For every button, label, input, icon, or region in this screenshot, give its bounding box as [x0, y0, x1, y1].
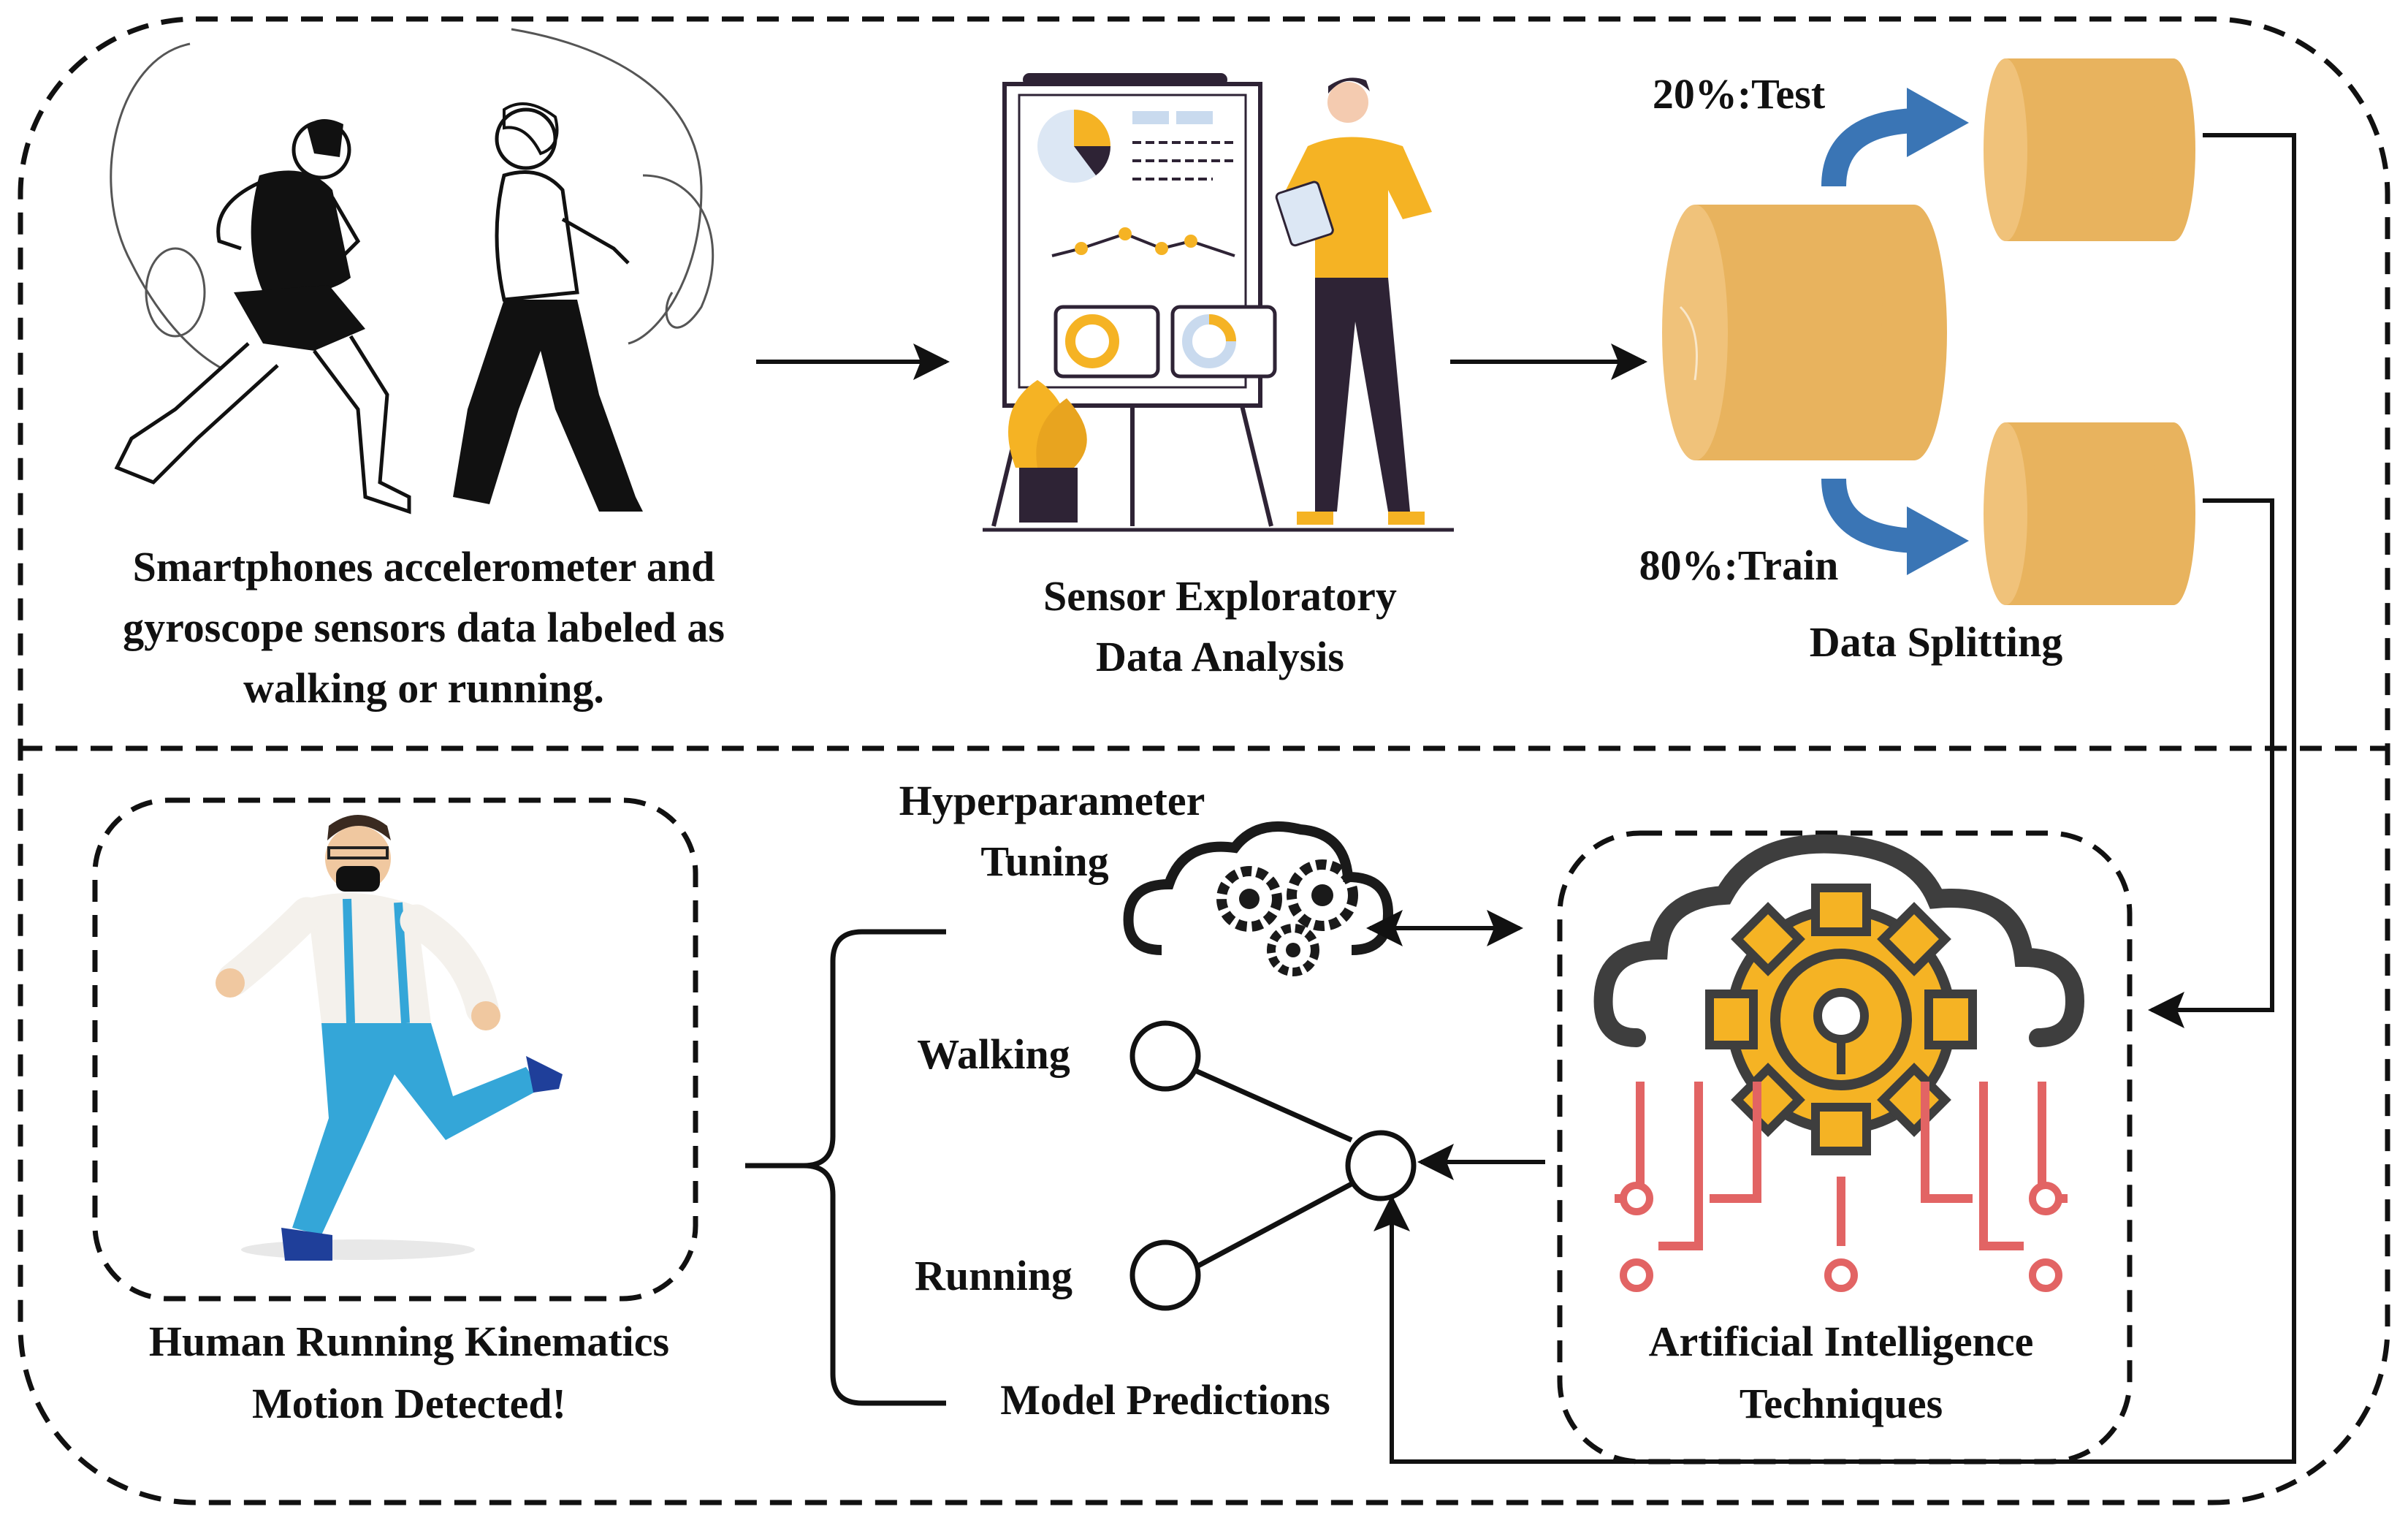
tuning-label-line1: Hyperparameter — [899, 777, 1205, 824]
prediction-network-icon — [1129, 1020, 1417, 1311]
walking-node — [1129, 1020, 1201, 1092]
result-label-line1: Human Running Kinematics — [149, 1318, 669, 1365]
model-predictions-label: Model Predictions — [1000, 1376, 1330, 1424]
walking-running-figures-icon — [110, 28, 715, 514]
running-node — [1129, 1239, 1201, 1311]
split-test-label: 20%:Test — [1653, 70, 1826, 118]
split-arrow-test — [1821, 88, 1969, 187]
cloud-gears-icon — [1123, 821, 1394, 976]
running-man-3d-icon — [216, 815, 563, 1261]
connector-train-to-ai — [2148, 498, 2274, 1028]
stage2-label-line1: Sensor Exploratory — [1043, 572, 1397, 620]
split-arrow-train — [1821, 478, 1969, 575]
output-node — [1345, 1130, 1417, 1201]
predictions-brace — [745, 929, 946, 1406]
ai-label-line1: Artificial Intelligence — [1649, 1318, 2034, 1365]
split-train-label: 80%:Train — [1639, 542, 1839, 589]
stage2-label-line2: Data Analysis — [1096, 633, 1344, 680]
stage1-label-line1: Smartphones accelerometer and — [133, 543, 715, 590]
result-box — [92, 797, 698, 1302]
ai-box — [1557, 830, 2133, 1465]
outer-frame — [18, 16, 2390, 1505]
presenter-whiteboard-icon — [983, 73, 1454, 532]
connector-test-to-ai-input — [1373, 133, 2296, 1464]
database-cylinder-icon — [1662, 58, 2195, 605]
stage1-label-line3: walking or running. — [243, 664, 604, 712]
walking-label: Walking — [917, 1030, 1070, 1078]
ai-gear-circuit-icon — [1593, 834, 2085, 1292]
running-label: Running — [915, 1252, 1072, 1299]
stage3-label: Data Splitting — [1810, 618, 2062, 666]
stage1-label-line2: gyroscope sensors data labeled as — [123, 604, 725, 651]
result-label-line2: Motion Detected! — [252, 1380, 566, 1427]
tuning-label-line2: Tuning — [980, 838, 1108, 885]
ai-label-line2: Techniques — [1740, 1380, 1943, 1427]
